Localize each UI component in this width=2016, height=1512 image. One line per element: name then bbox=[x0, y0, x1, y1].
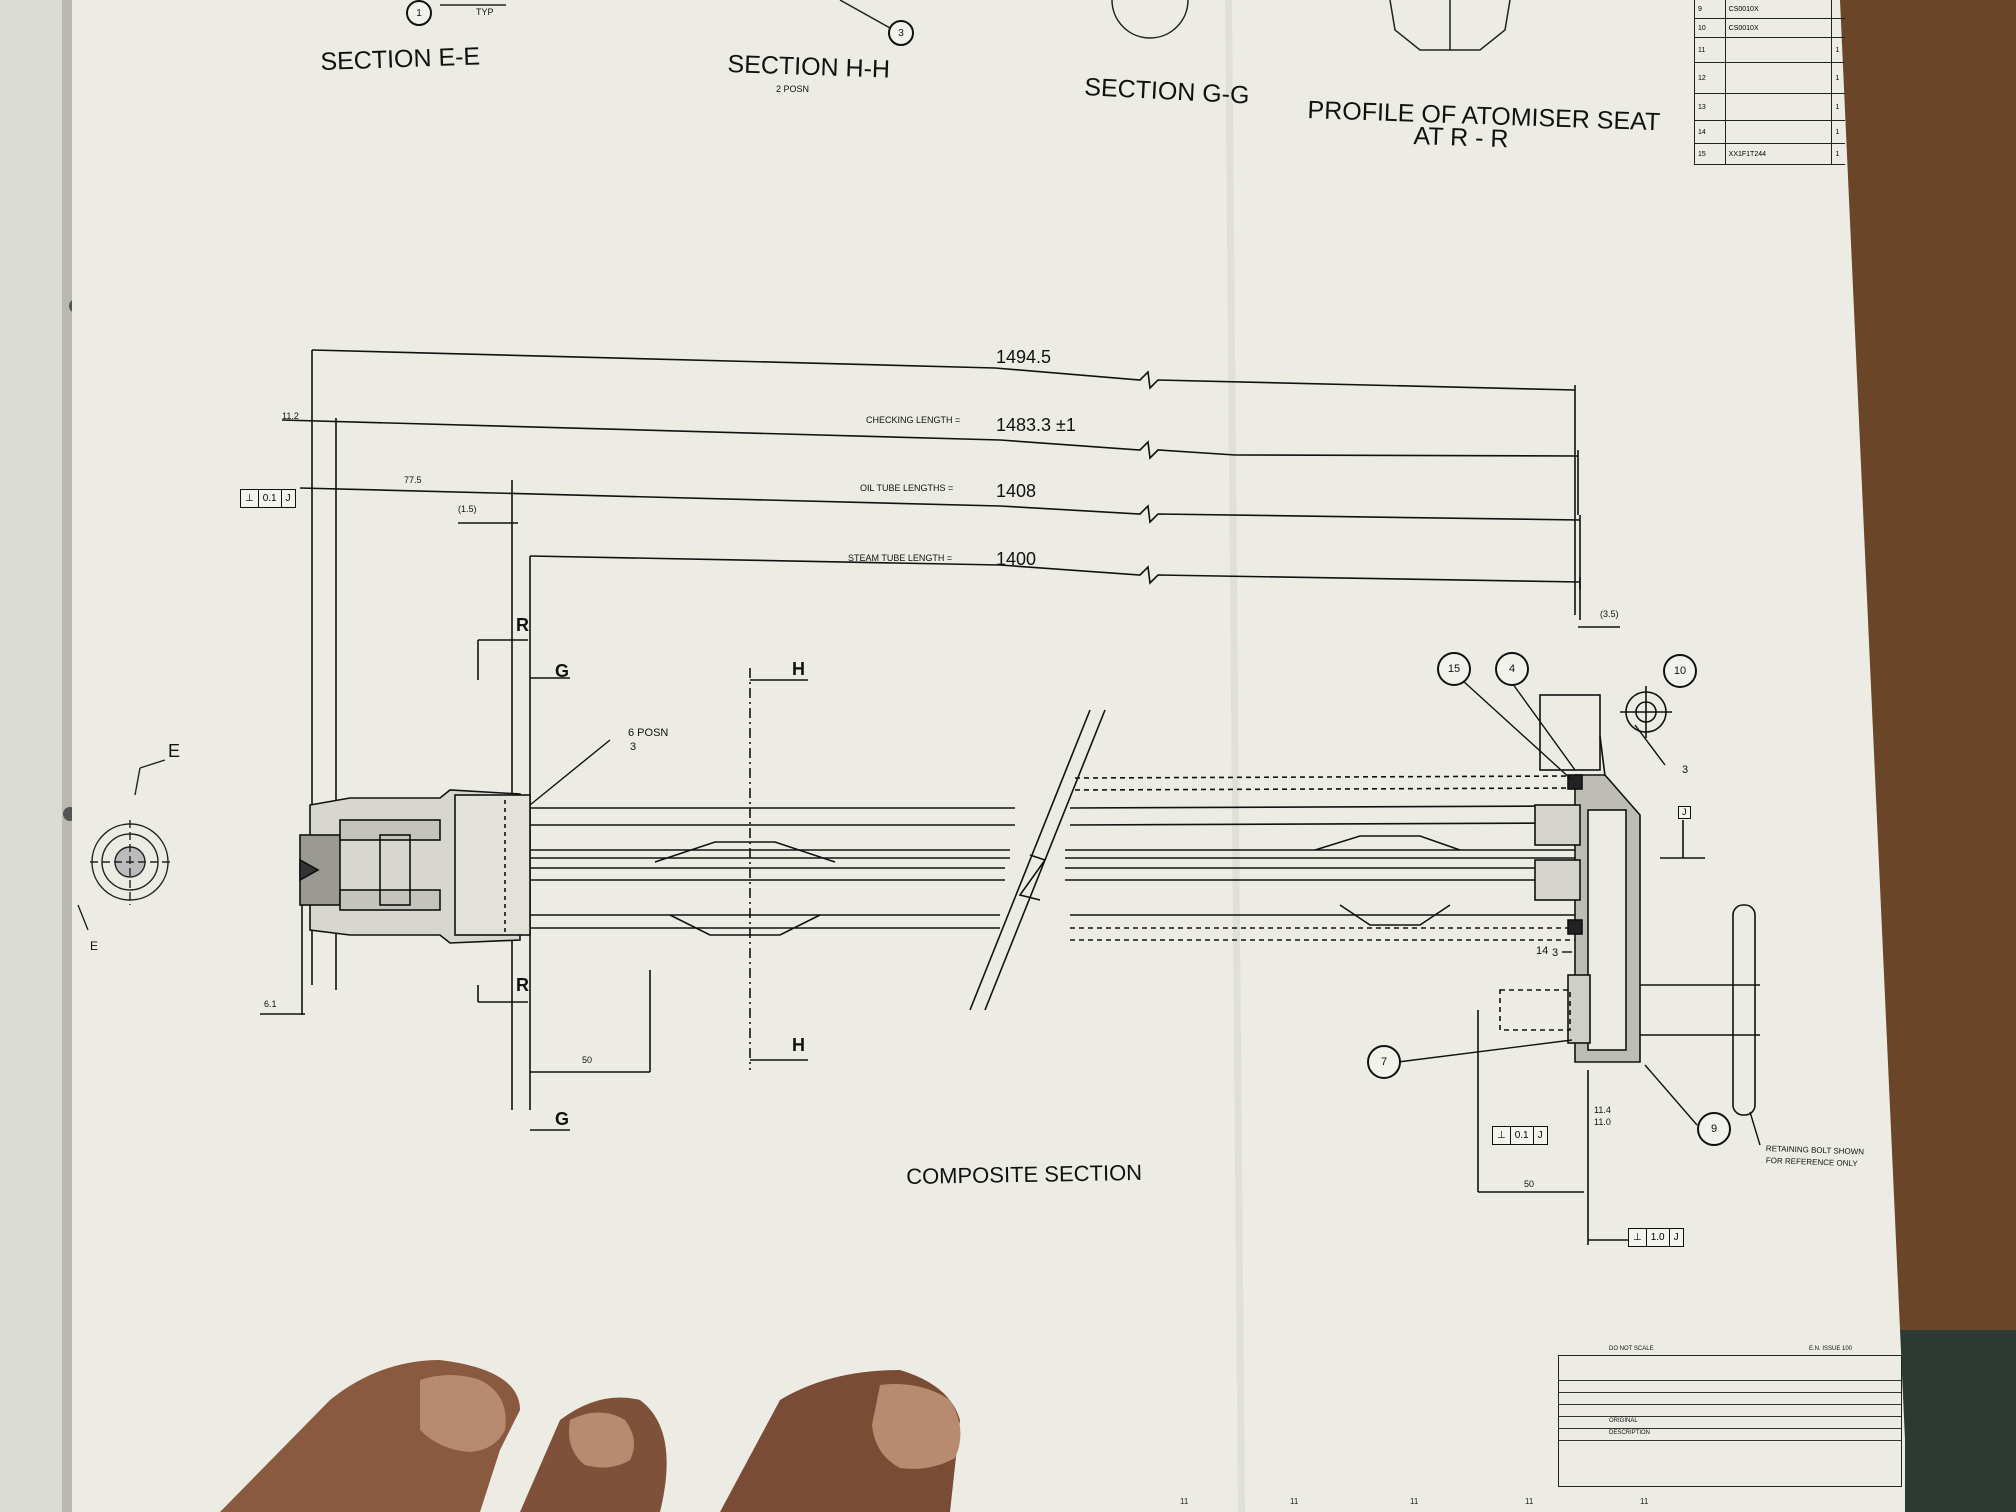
zone-tick: 11 bbox=[1180, 1497, 1189, 1506]
title-block: DO NOT SCALE E.N. ISSUE 100 ORIGINAL DES… bbox=[1558, 1346, 1902, 1487]
balloon-10: 10 bbox=[1663, 654, 1697, 688]
dim-11-4: 11.4 bbox=[1594, 1105, 1611, 1115]
cut-mark-r-bottom: R bbox=[516, 975, 529, 995]
dim-11-0: 11.0 bbox=[1594, 1117, 1611, 1127]
end-view-e bbox=[77, 759, 170, 931]
balloon-15: 15 bbox=[1437, 652, 1471, 686]
checking-length-value: 1483.3 ±1 bbox=[996, 415, 1076, 435]
cut-mark-h-top: H bbox=[792, 659, 805, 679]
section-h-h-subtitle: 2 POSN bbox=[776, 84, 810, 94]
dim-50-right: 50 bbox=[1524, 1179, 1535, 1189]
binder-page bbox=[0, 0, 70, 1512]
drawing-sheet bbox=[72, 0, 1905, 1512]
balloon-7: 7 bbox=[1367, 1045, 1401, 1079]
typ-label: TYP bbox=[476, 7, 494, 17]
oil-tube-value: 1408 bbox=[996, 481, 1037, 501]
title-block-row bbox=[1559, 1404, 1901, 1417]
balloon-3: 3 bbox=[888, 20, 914, 46]
zone-tick: 11 bbox=[1640, 1497, 1649, 1506]
cut-mark-e-top: E bbox=[168, 741, 181, 761]
dim-1-5: (1.5) bbox=[458, 504, 477, 514]
title-block-row bbox=[1559, 1380, 1901, 1393]
sheet-fold bbox=[1225, 0, 1245, 1512]
section-e-e-title: SECTION E-E bbox=[319, 42, 481, 76]
title-block-row bbox=[1559, 1428, 1901, 1441]
binder-spine bbox=[62, 0, 72, 1512]
dark-object bbox=[1900, 1330, 2016, 1512]
cut-mark-g-top: G bbox=[555, 661, 570, 681]
cut-mark-h-bottom: H bbox=[792, 1035, 805, 1055]
balloon-9: 9 bbox=[1697, 1112, 1731, 1146]
title-block-ref: E.N. ISSUE 100 bbox=[1809, 1346, 1853, 1352]
weld-14-label: 14 bbox=[1536, 945, 1549, 957]
title-block-row bbox=[1559, 1392, 1901, 1405]
weld-size-left: 3 bbox=[630, 741, 637, 753]
composite-section-assembly bbox=[299, 639, 1760, 1131]
title-block-row bbox=[1559, 1416, 1901, 1429]
do-not-scale-label: DO NOT SCALE bbox=[1609, 1346, 1654, 1352]
zone-tick: 11 bbox=[1290, 1497, 1299, 1506]
balloon-1: 1 bbox=[406, 0, 432, 26]
oil-tube-label: OIL TUBE LENGTHS = bbox=[860, 483, 954, 493]
balloon-4: 4 bbox=[1495, 652, 1529, 686]
weld-14-size: 3 bbox=[1552, 947, 1559, 959]
hand-fingers bbox=[220, 1360, 961, 1512]
dim-11-2: 11.2 bbox=[282, 411, 299, 421]
dim-6-1: 6.1 bbox=[264, 999, 277, 1009]
profile-title-line2: AT R - R bbox=[1413, 122, 1509, 154]
title-block-row bbox=[1559, 1368, 1901, 1381]
cut-mark-e-bottom: E bbox=[90, 939, 99, 953]
dim-50-left: 50 bbox=[582, 1055, 593, 1065]
zone-tick: 11 bbox=[1410, 1497, 1419, 1506]
top-partial-views bbox=[440, 0, 1511, 51]
title-block-description-label: DESCRIPTION bbox=[1609, 1430, 1651, 1436]
dim-77-5: 77.5 bbox=[404, 475, 422, 485]
weld-positions-label: 6 POSN bbox=[628, 727, 669, 739]
title-block-issue: ORIGINAL bbox=[1609, 1418, 1638, 1424]
leader-lines bbox=[529, 679, 1761, 1146]
checking-length-label: CHECKING LENGTH = bbox=[866, 415, 961, 425]
datum-j-label: J bbox=[1678, 806, 1691, 819]
section-h-h-title: SECTION H-H bbox=[727, 50, 891, 84]
steam-tube-value: 1400 bbox=[996, 549, 1037, 569]
steam-tube-label: STEAM TUBE LENGTH = bbox=[848, 553, 953, 563]
dim-overall-length: 1494.5 bbox=[996, 347, 1052, 367]
cut-mark-g-bottom: G bbox=[555, 1109, 570, 1129]
cut-mark-r-top: R bbox=[516, 615, 529, 635]
zone-tick: 11 bbox=[1525, 1497, 1534, 1506]
composite-section-title: COMPOSITE SECTION bbox=[905, 1159, 1143, 1189]
weld-size-right: 3 bbox=[1682, 764, 1689, 776]
dim-3-5: (3.5) bbox=[1600, 609, 1619, 619]
